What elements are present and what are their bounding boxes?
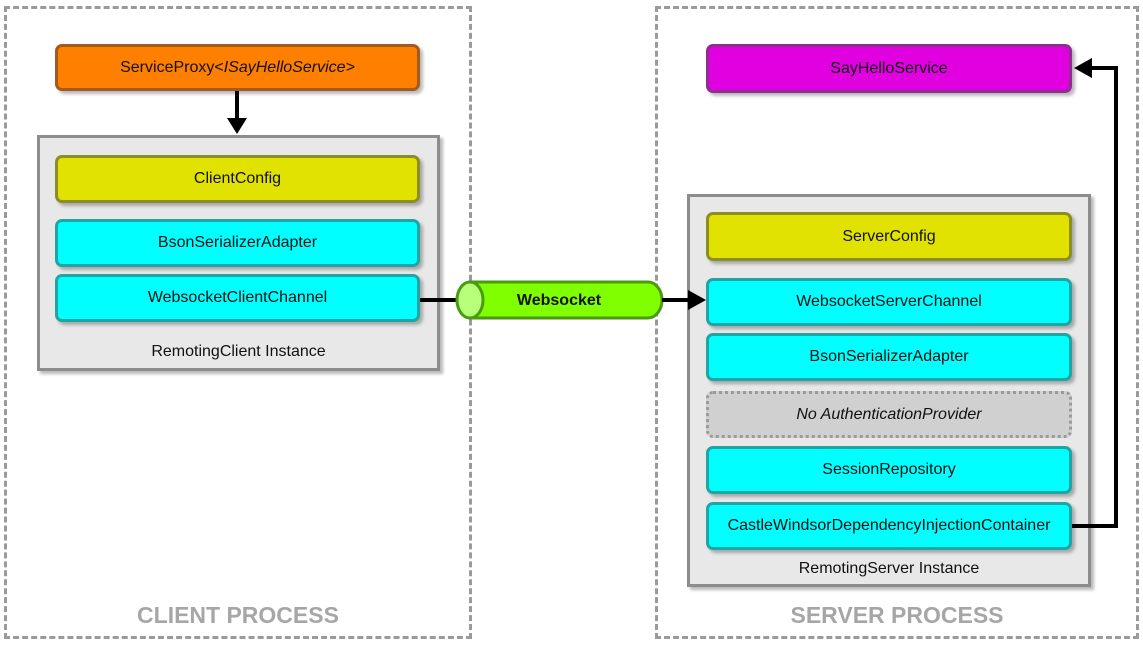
no-authentication-provider-label: No AuthenticationProvider <box>796 405 982 423</box>
service-proxy-suffix: > <box>345 58 355 76</box>
server-bson-serializer-box: BsonSerializerAdapter <box>706 333 1072 381</box>
no-authentication-provider-box: No AuthenticationProvider <box>706 391 1072 438</box>
service-proxy-box: ServiceProxy<ISayHelloService> <box>55 44 420 91</box>
proxy-to-client-instance-arrow <box>227 91 247 134</box>
client-process-boundary: CLIENT PROCESS <box>4 6 472 639</box>
say-hello-service-box: SayHelloService <box>706 44 1072 93</box>
client-process-label: CLIENT PROCESS <box>137 602 339 628</box>
castle-windsor-container-label: CastleWindsorDependencyInjectionContaine… <box>727 517 1051 534</box>
service-proxy-type-param: ISayHelloService <box>223 58 346 76</box>
session-repository-label: SessionRepository <box>822 461 956 478</box>
websocket-to-server-channel-arrow <box>662 290 706 310</box>
server-bson-serializer-label: BsonSerializerAdapter <box>809 348 969 365</box>
websocket-server-channel-box: WebsocketServerChannel <box>706 278 1072 326</box>
session-repository-box: SessionRepository <box>706 446 1072 494</box>
websocket-label: Websocket <box>517 292 602 309</box>
websocket-pipe <box>455 280 664 320</box>
service-proxy-prefix: ServiceProxy< <box>120 58 224 76</box>
server-process-boundary: SERVER PROCESS <box>655 6 1139 639</box>
client-config-box: ClientConfig <box>55 155 420 203</box>
websocket-client-channel-box: WebsocketClientChannel <box>55 274 420 322</box>
server-config-label: ServerConfig <box>842 227 936 245</box>
client-bson-serializer-label: BsonSerializerAdapter <box>157 234 318 251</box>
say-hello-service-label: SayHelloService <box>830 59 948 77</box>
server-config-box: ServerConfig <box>706 212 1072 261</box>
remoting-server-instance-label: RemotingServer Instance <box>798 560 980 577</box>
remoting-client-instance-label: RemotingClient Instance <box>151 343 326 360</box>
client-bson-serializer-box: BsonSerializerAdapter <box>55 219 420 267</box>
client-config-label: ClientConfig <box>193 170 282 187</box>
server-process-label: SERVER PROCESS <box>790 602 1004 628</box>
container-to-service-arrow <box>1072 58 1118 528</box>
websocket-client-channel-label: WebsocketClientChannel <box>147 289 328 306</box>
websocket-server-channel-label: WebsocketServerChannel <box>796 293 982 310</box>
castle-windsor-container-box: CastleWindsorDependencyInjectionContaine… <box>706 502 1072 550</box>
